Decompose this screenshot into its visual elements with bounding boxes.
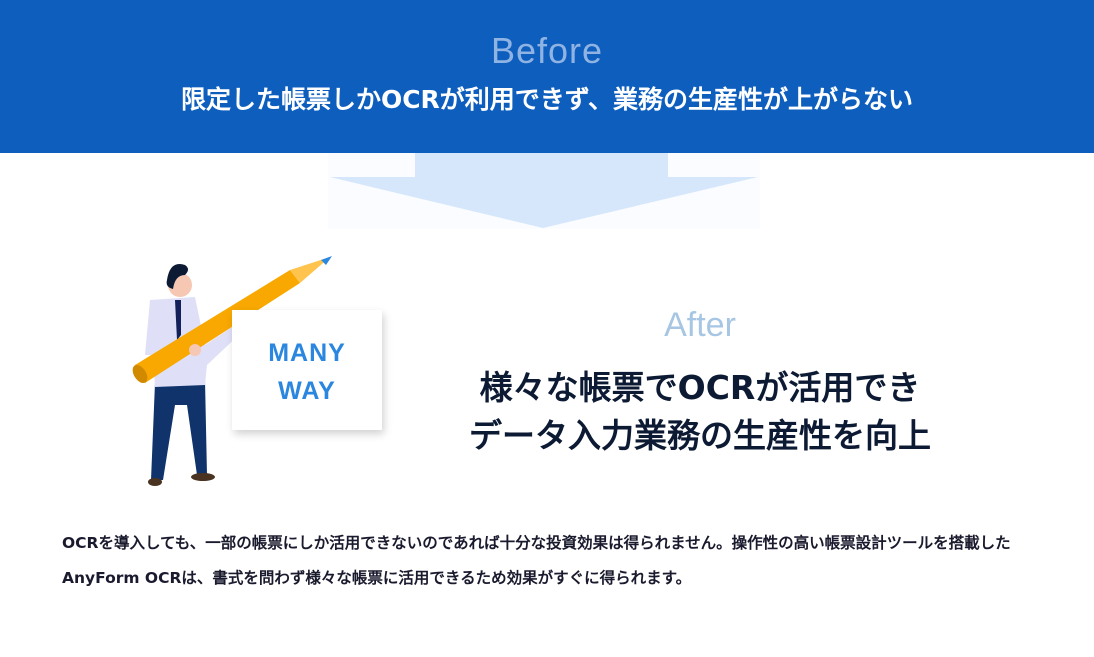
before-banner: Before 限定した帳票しかOCRが利用できず、業務の生産性が上がらない: [0, 0, 1094, 153]
person-with-pencil-illustration: [132, 256, 332, 486]
card-line1: MANY: [268, 339, 346, 367]
after-title: 様々な帳票でOCRが活用でき データ入力業務の生産性を向上: [420, 364, 980, 460]
down-arrow-icon: [328, 153, 760, 229]
after-title-line1: 様々な帳票でOCRが活用でき: [479, 368, 921, 407]
many-way-card: MANY WAY: [232, 310, 382, 430]
after-title-line2: データ入力業務の生産性を向上: [469, 416, 931, 455]
before-text: 限定した帳票しかOCRが利用できず、業務の生産性が上がらない: [180, 85, 914, 114]
description-text: OCRを導入しても、一部の帳票にしか活用できないのであれば十分な投資効果は得られ…: [62, 534, 1011, 587]
before-label: Before: [490, 30, 604, 71]
card-line2: WAY: [278, 377, 336, 405]
after-label: After: [664, 306, 736, 344]
